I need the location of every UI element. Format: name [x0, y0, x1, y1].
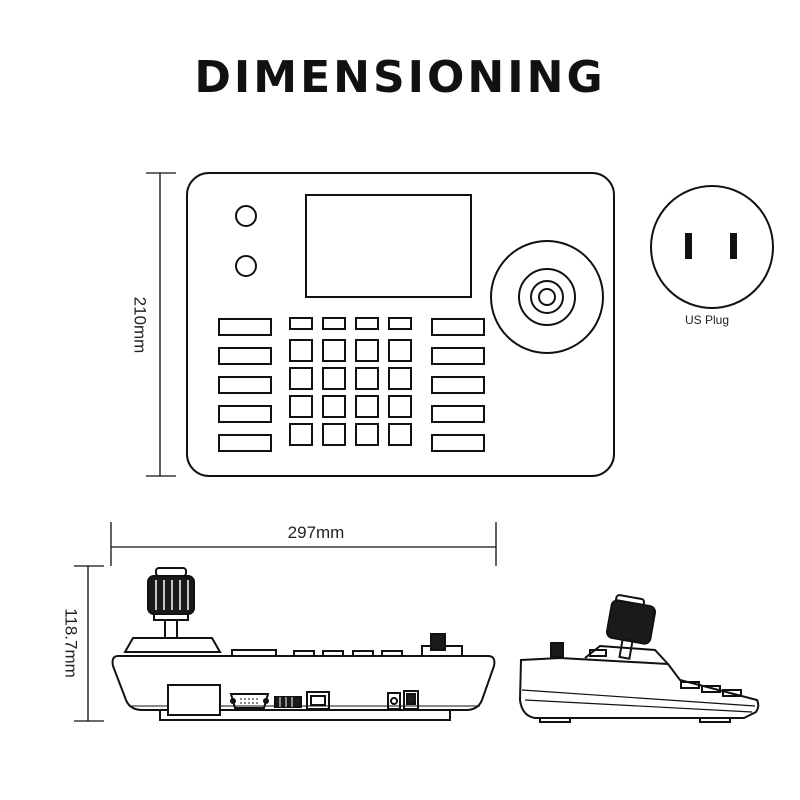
right-key [431, 347, 485, 365]
keypad-key [388, 423, 412, 446]
left-key [218, 347, 272, 365]
keypad-key [355, 367, 379, 390]
terminal-block-icon [274, 696, 302, 708]
side-view [518, 594, 760, 723]
height-dimension-line [146, 172, 176, 477]
function-key [355, 317, 379, 330]
keypad-key [289, 423, 313, 446]
front-view [111, 567, 496, 721]
front-base [159, 709, 451, 721]
side-key [589, 649, 607, 657]
joystick-top-icon [490, 240, 604, 354]
side-knob-icon [550, 642, 564, 658]
keypad-key [289, 339, 313, 362]
right-key [431, 434, 485, 452]
side-body-outline [518, 656, 760, 719]
side-key [701, 685, 721, 693]
keypad-key [289, 395, 313, 418]
left-key [218, 434, 272, 452]
keypad-key [322, 395, 346, 418]
width-label: 297mm [288, 523, 345, 542]
side-foot [699, 717, 731, 723]
keypad-key [289, 367, 313, 390]
width-dimension-line [110, 522, 497, 566]
right-key [431, 318, 485, 336]
keypad-key [388, 339, 412, 362]
page-title: DIMENSIONING [194, 52, 606, 103]
left-key-column [218, 318, 272, 452]
left-key [218, 376, 272, 394]
knob-top-icon [235, 205, 257, 227]
joystick-mount [584, 644, 669, 665]
keypad-key [322, 423, 346, 446]
side-foot [539, 717, 571, 723]
side-key [722, 689, 742, 697]
function-key-row [289, 317, 412, 330]
keypad-key [388, 367, 412, 390]
numeric-keypad [289, 339, 412, 446]
label-panel [167, 684, 221, 716]
ethernet-port-icon [306, 691, 330, 710]
keypad-key [355, 395, 379, 418]
keypad-key [355, 339, 379, 362]
right-key [431, 405, 485, 423]
function-key [289, 317, 313, 330]
left-key [218, 318, 272, 336]
front-body-outline [111, 655, 496, 711]
top-view [186, 172, 615, 477]
power-switch-icon [403, 690, 419, 710]
keypad-key [322, 339, 346, 362]
joystick-front-icon [123, 567, 222, 653]
depth-dimension-line [74, 565, 104, 722]
height-label: 210mm [131, 297, 150, 354]
side-key [680, 681, 700, 689]
keyboard-body-outline [186, 172, 615, 477]
keypad-key [355, 423, 379, 446]
us-plug-icon [650, 185, 774, 309]
keypad-key [388, 395, 412, 418]
function-key [322, 317, 346, 330]
knob-bottom-icon [235, 255, 257, 277]
keypad-key [322, 367, 346, 390]
depth-label: 118.7mm [62, 608, 81, 678]
lcd-screen [305, 194, 472, 298]
vga-port-icon [229, 693, 270, 709]
function-key [388, 317, 412, 330]
us-plug-label: US Plug [685, 313, 729, 327]
front-knob-icon [430, 633, 446, 651]
left-key [218, 405, 272, 423]
right-key [431, 376, 485, 394]
joystick-side-icon [605, 594, 657, 660]
dc-power-port-icon [387, 692, 401, 710]
right-key-column [431, 318, 485, 452]
